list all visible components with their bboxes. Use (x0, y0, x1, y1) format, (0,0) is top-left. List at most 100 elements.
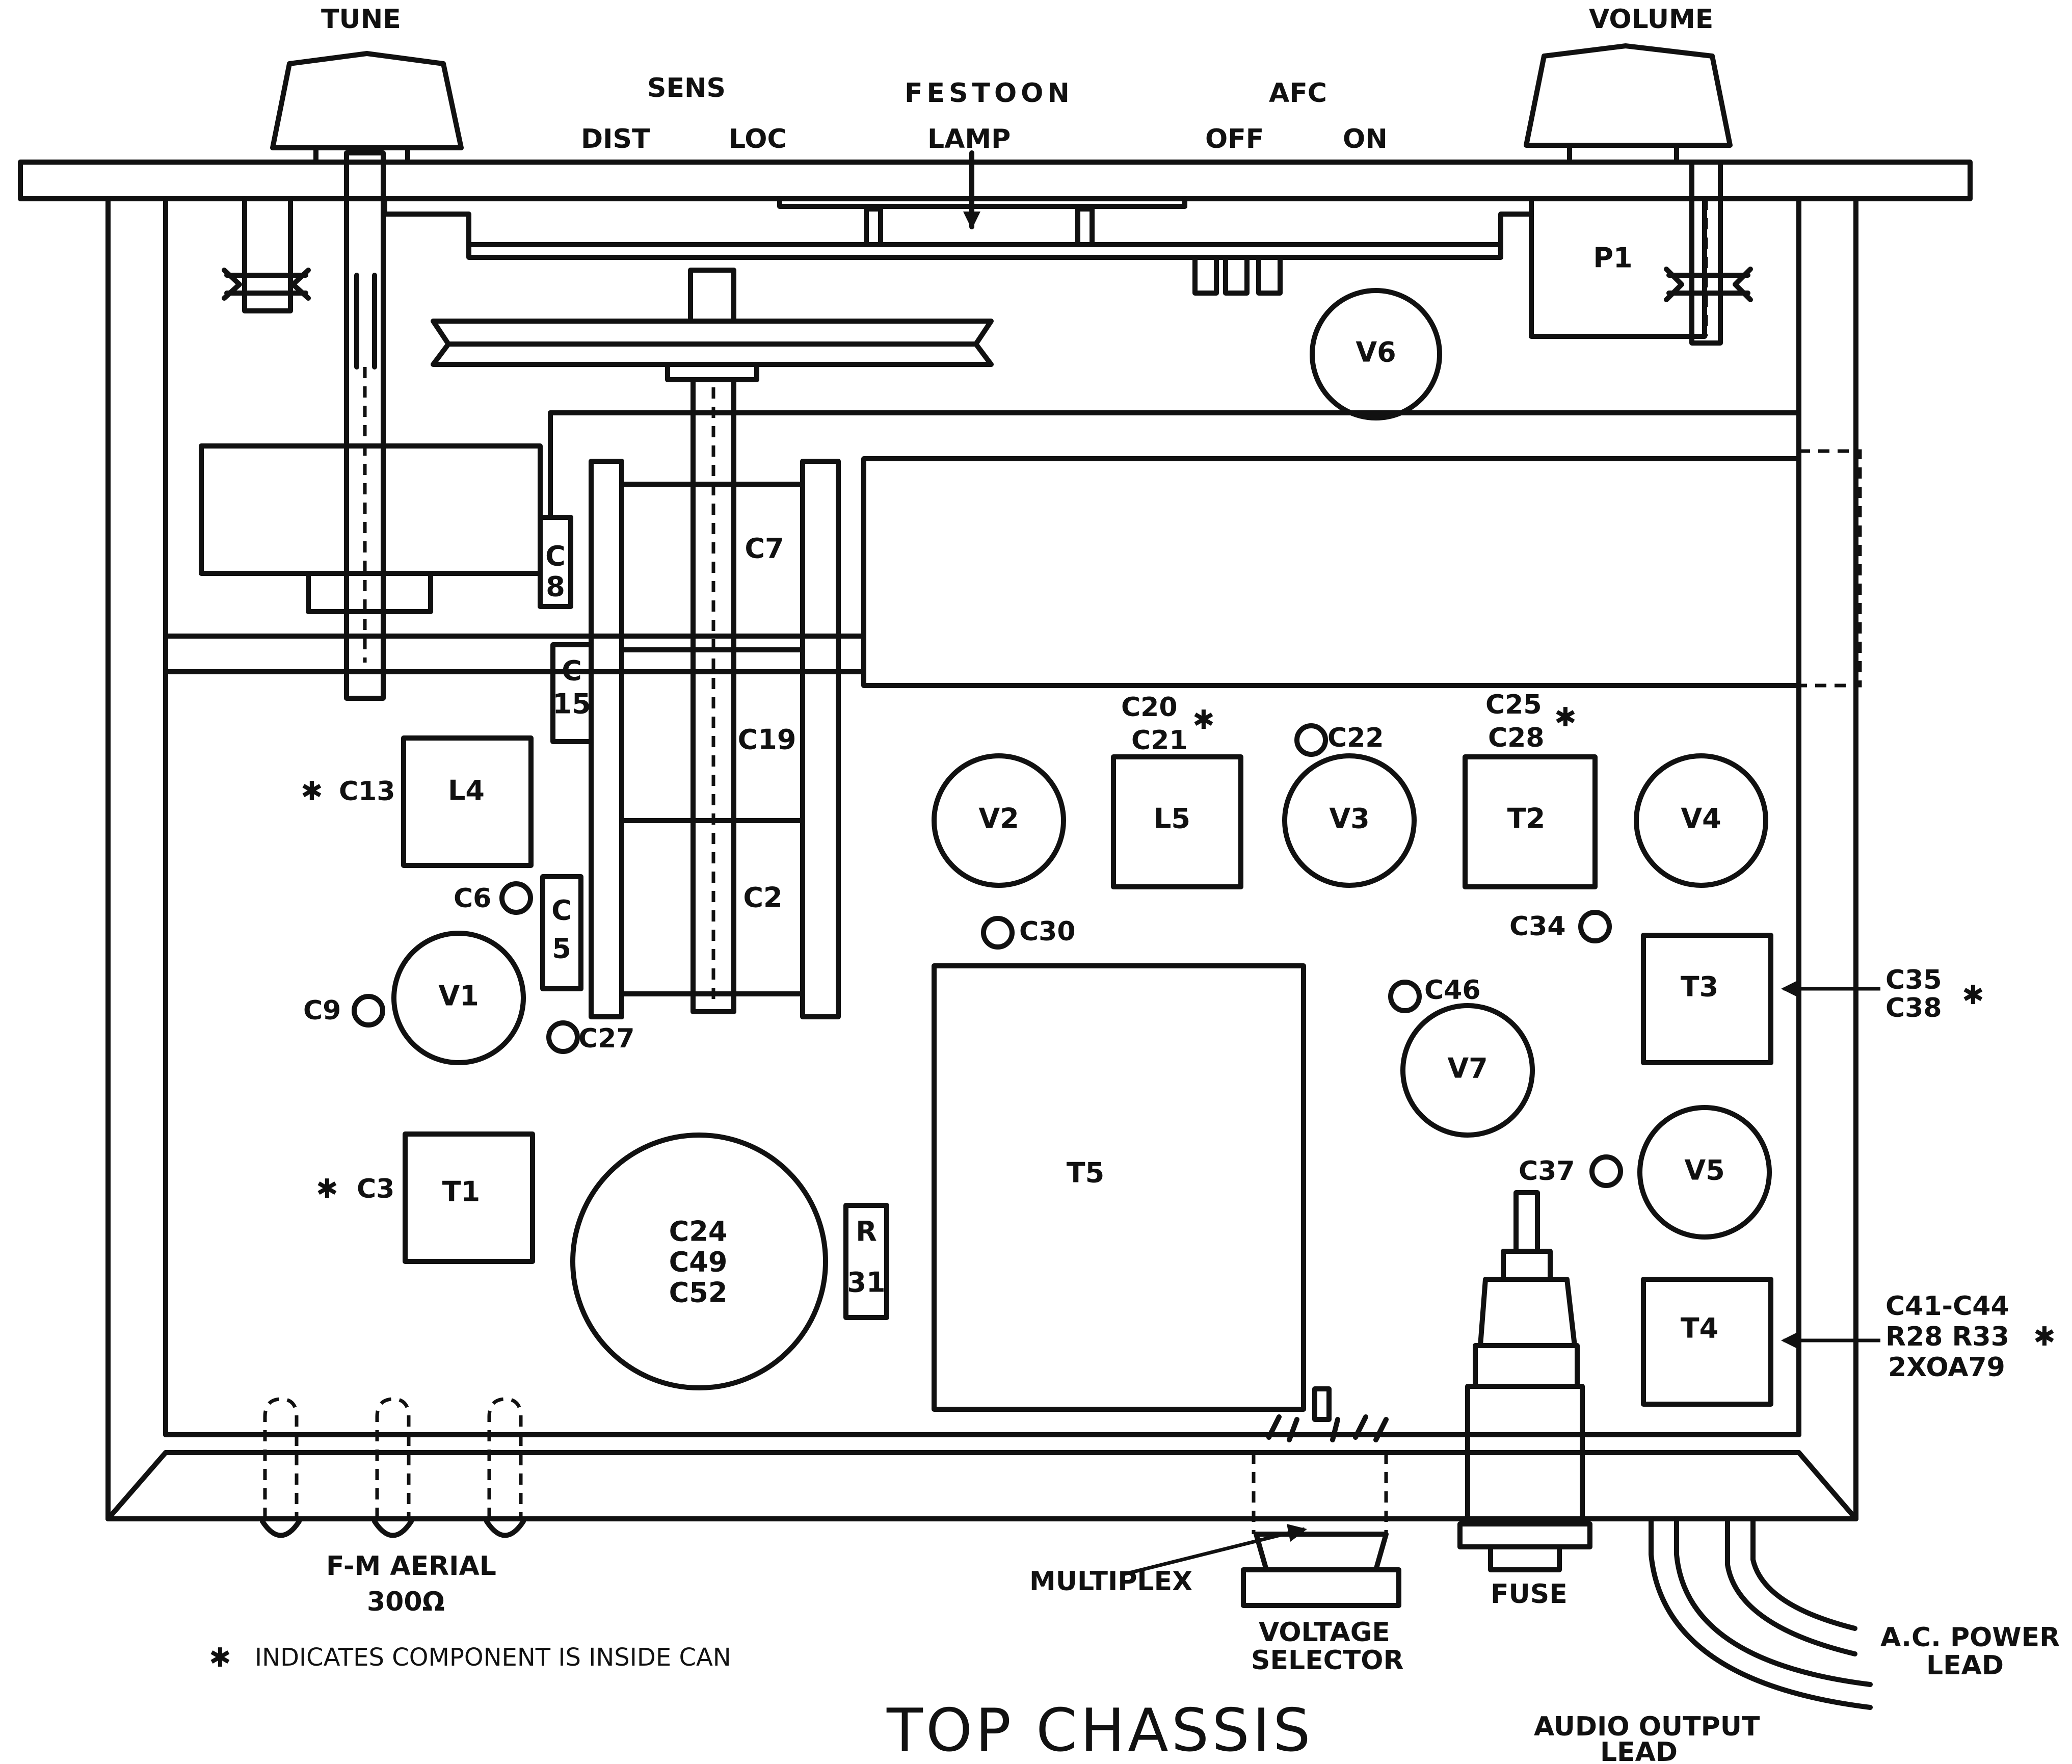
v3-valve: V3 (1282, 753, 1417, 888)
svg-text:LAMP: LAMP (927, 124, 1011, 154)
tuning-gang: C7 C19 C2 (431, 268, 994, 1019)
svg-text:FUSE: FUSE (1491, 1579, 1568, 1610)
svg-text:300Ω: 300Ω (367, 1587, 445, 1617)
svg-text:R: R (856, 1216, 877, 1248)
svg-text:V6: V6 (1356, 336, 1396, 368)
svg-text:V7: V7 (1447, 1052, 1487, 1085)
c2-label: C2 (743, 882, 782, 914)
svg-text:FESTOON: FESTOON (905, 78, 1074, 109)
svg-text:5: 5 (552, 933, 571, 965)
voltage-selector (1121, 1386, 1401, 1608)
svg-text:SELECTOR: SELECTOR (1251, 1645, 1404, 1676)
svg-text:C: C (545, 540, 566, 572)
svg-text:T4: T4 (1681, 1312, 1718, 1345)
diagram-title: TOP CHASSIS (886, 1696, 1314, 1764)
svg-text:C3: C3 (357, 1174, 394, 1204)
r31-resistor: R 31 (843, 1203, 889, 1320)
svg-text:V2: V2 (978, 803, 1019, 835)
svg-text:VOLTAGE: VOLTAGE (1259, 1617, 1390, 1648)
tune-knob (270, 51, 464, 701)
svg-text:T5: T5 (1067, 1157, 1104, 1189)
t3-transformer: T3 (1641, 933, 1773, 1065)
svg-text:AUDIO OUTPUT: AUDIO OUTPUT (1534, 1712, 1760, 1742)
legend-note: ✱ INDICATES COMPONENT IS INSIDE CAN (209, 1643, 731, 1673)
svg-text:AFC: AFC (1269, 78, 1327, 109)
svg-text:L4: L4 (448, 775, 485, 807)
tune-bracket-nut (222, 196, 311, 313)
svg-text:LOC: LOC (729, 124, 787, 154)
l5-coil: L5 (1111, 754, 1243, 889)
svg-text:✱: ✱ (1962, 980, 1984, 1011)
output-leads (1649, 1516, 1873, 1710)
svg-text:SENS: SENS (647, 73, 726, 103)
svg-text:C38: C38 (1885, 993, 1942, 1023)
c7-label: C7 (745, 533, 784, 565)
svg-text:C28: C28 (1488, 723, 1545, 753)
svg-text:A.C. POWER: A.C. POWER (1880, 1622, 2060, 1653)
chassis-outline (18, 160, 1973, 1521)
svg-text:C: C (562, 655, 582, 687)
v4-valve: V4 (1634, 753, 1768, 888)
svg-text:TUNE: TUNE (321, 4, 401, 35)
svg-text:C9: C9 (303, 995, 341, 1026)
svg-text:C46: C46 (1424, 975, 1481, 1006)
svg-text:C6: C6 (454, 883, 491, 914)
svg-text:C20: C20 (1121, 692, 1178, 723)
control-labels: TUNE VOLUME SENS DIST LOC FESTOON LAMP A… (321, 4, 1713, 154)
switch-bar (382, 150, 1534, 296)
c8-capacitor: C 8 (538, 515, 573, 609)
v1-valve: V1 (391, 931, 526, 1065)
svg-text:C22: C22 (1327, 723, 1384, 753)
svg-text:LEAD: LEAD (1926, 1650, 2004, 1681)
svg-text:C24: C24 (669, 1216, 728, 1248)
svg-text:MULTIPLEX: MULTIPLEX (1029, 1566, 1192, 1597)
svg-text:31: 31 (847, 1267, 885, 1299)
small-capacitors (352, 723, 1623, 1188)
svg-text:C25: C25 (1485, 690, 1542, 720)
svg-text:✱: ✱ (1192, 705, 1215, 735)
bottom-labels: F-M AERIAL 300Ω MULTIPLEX VOLTAGE SELECT… (326, 1551, 2060, 1764)
p1-label: P1 (1593, 242, 1632, 274)
svg-text:INDICATES COMPONENT IS INSIDE: INDICATES COMPONENT IS INSIDE CAN (255, 1643, 731, 1672)
svg-text:✱: ✱ (316, 1174, 338, 1204)
inside-can-markers: ✱ ✱ ✱ ✱ ✱ ✱ (301, 702, 2056, 1352)
svg-text:C21: C21 (1131, 725, 1188, 756)
svg-text:15: 15 (552, 688, 591, 720)
v5-valve: V5 (1637, 1105, 1772, 1240)
svg-text:T1: T1 (442, 1176, 480, 1208)
svg-text:✱: ✱ (301, 776, 323, 807)
v6-valve: V6 (1310, 288, 1442, 420)
c19-label: C19 (738, 724, 796, 756)
c15-capacitor: C 15 (550, 642, 594, 744)
svg-text:C37: C37 (1519, 1156, 1575, 1187)
aerial-terminals (260, 1397, 526, 1538)
t4-transformer: T4 (1641, 1277, 1773, 1407)
electrolytic-can: C24 C49 C52 (570, 1133, 828, 1390)
svg-text:F-M AERIAL: F-M AERIAL (326, 1551, 496, 1582)
fuse-holder (1457, 1190, 1592, 1572)
l4-coil: L4 (401, 735, 534, 868)
svg-text:OFF: OFF (1205, 124, 1264, 154)
volume-knob (1524, 43, 1753, 346)
svg-text:V3: V3 (1329, 803, 1369, 835)
svg-text:LEAD: LEAD (1600, 1737, 1678, 1764)
p1-potentiometer: P1 (1529, 196, 1707, 339)
svg-text:V1: V1 (438, 980, 479, 1012)
svg-text:8: 8 (546, 571, 565, 603)
svg-text:R28 R33: R28 R33 (1885, 1322, 2009, 1352)
svg-text:C35: C35 (1885, 965, 1942, 995)
svg-text:T2: T2 (1507, 803, 1545, 835)
svg-text:C13: C13 (339, 776, 395, 807)
svg-text:V5: V5 (1684, 1154, 1724, 1187)
svg-text:✱: ✱ (1554, 702, 1577, 733)
svg-text:C30: C30 (1019, 916, 1076, 947)
t5-transformer: T5 (932, 963, 1306, 1412)
svg-text:C41-C44: C41-C44 (1885, 1291, 2009, 1322)
tuning-block (199, 443, 543, 614)
t2-transformer: T2 (1463, 754, 1598, 889)
v7-valve: V7 (1400, 1003, 1535, 1138)
svg-text:C52: C52 (669, 1277, 728, 1309)
svg-text:T3: T3 (1681, 971, 1718, 1003)
t1-transformer: T1 (403, 1131, 535, 1264)
